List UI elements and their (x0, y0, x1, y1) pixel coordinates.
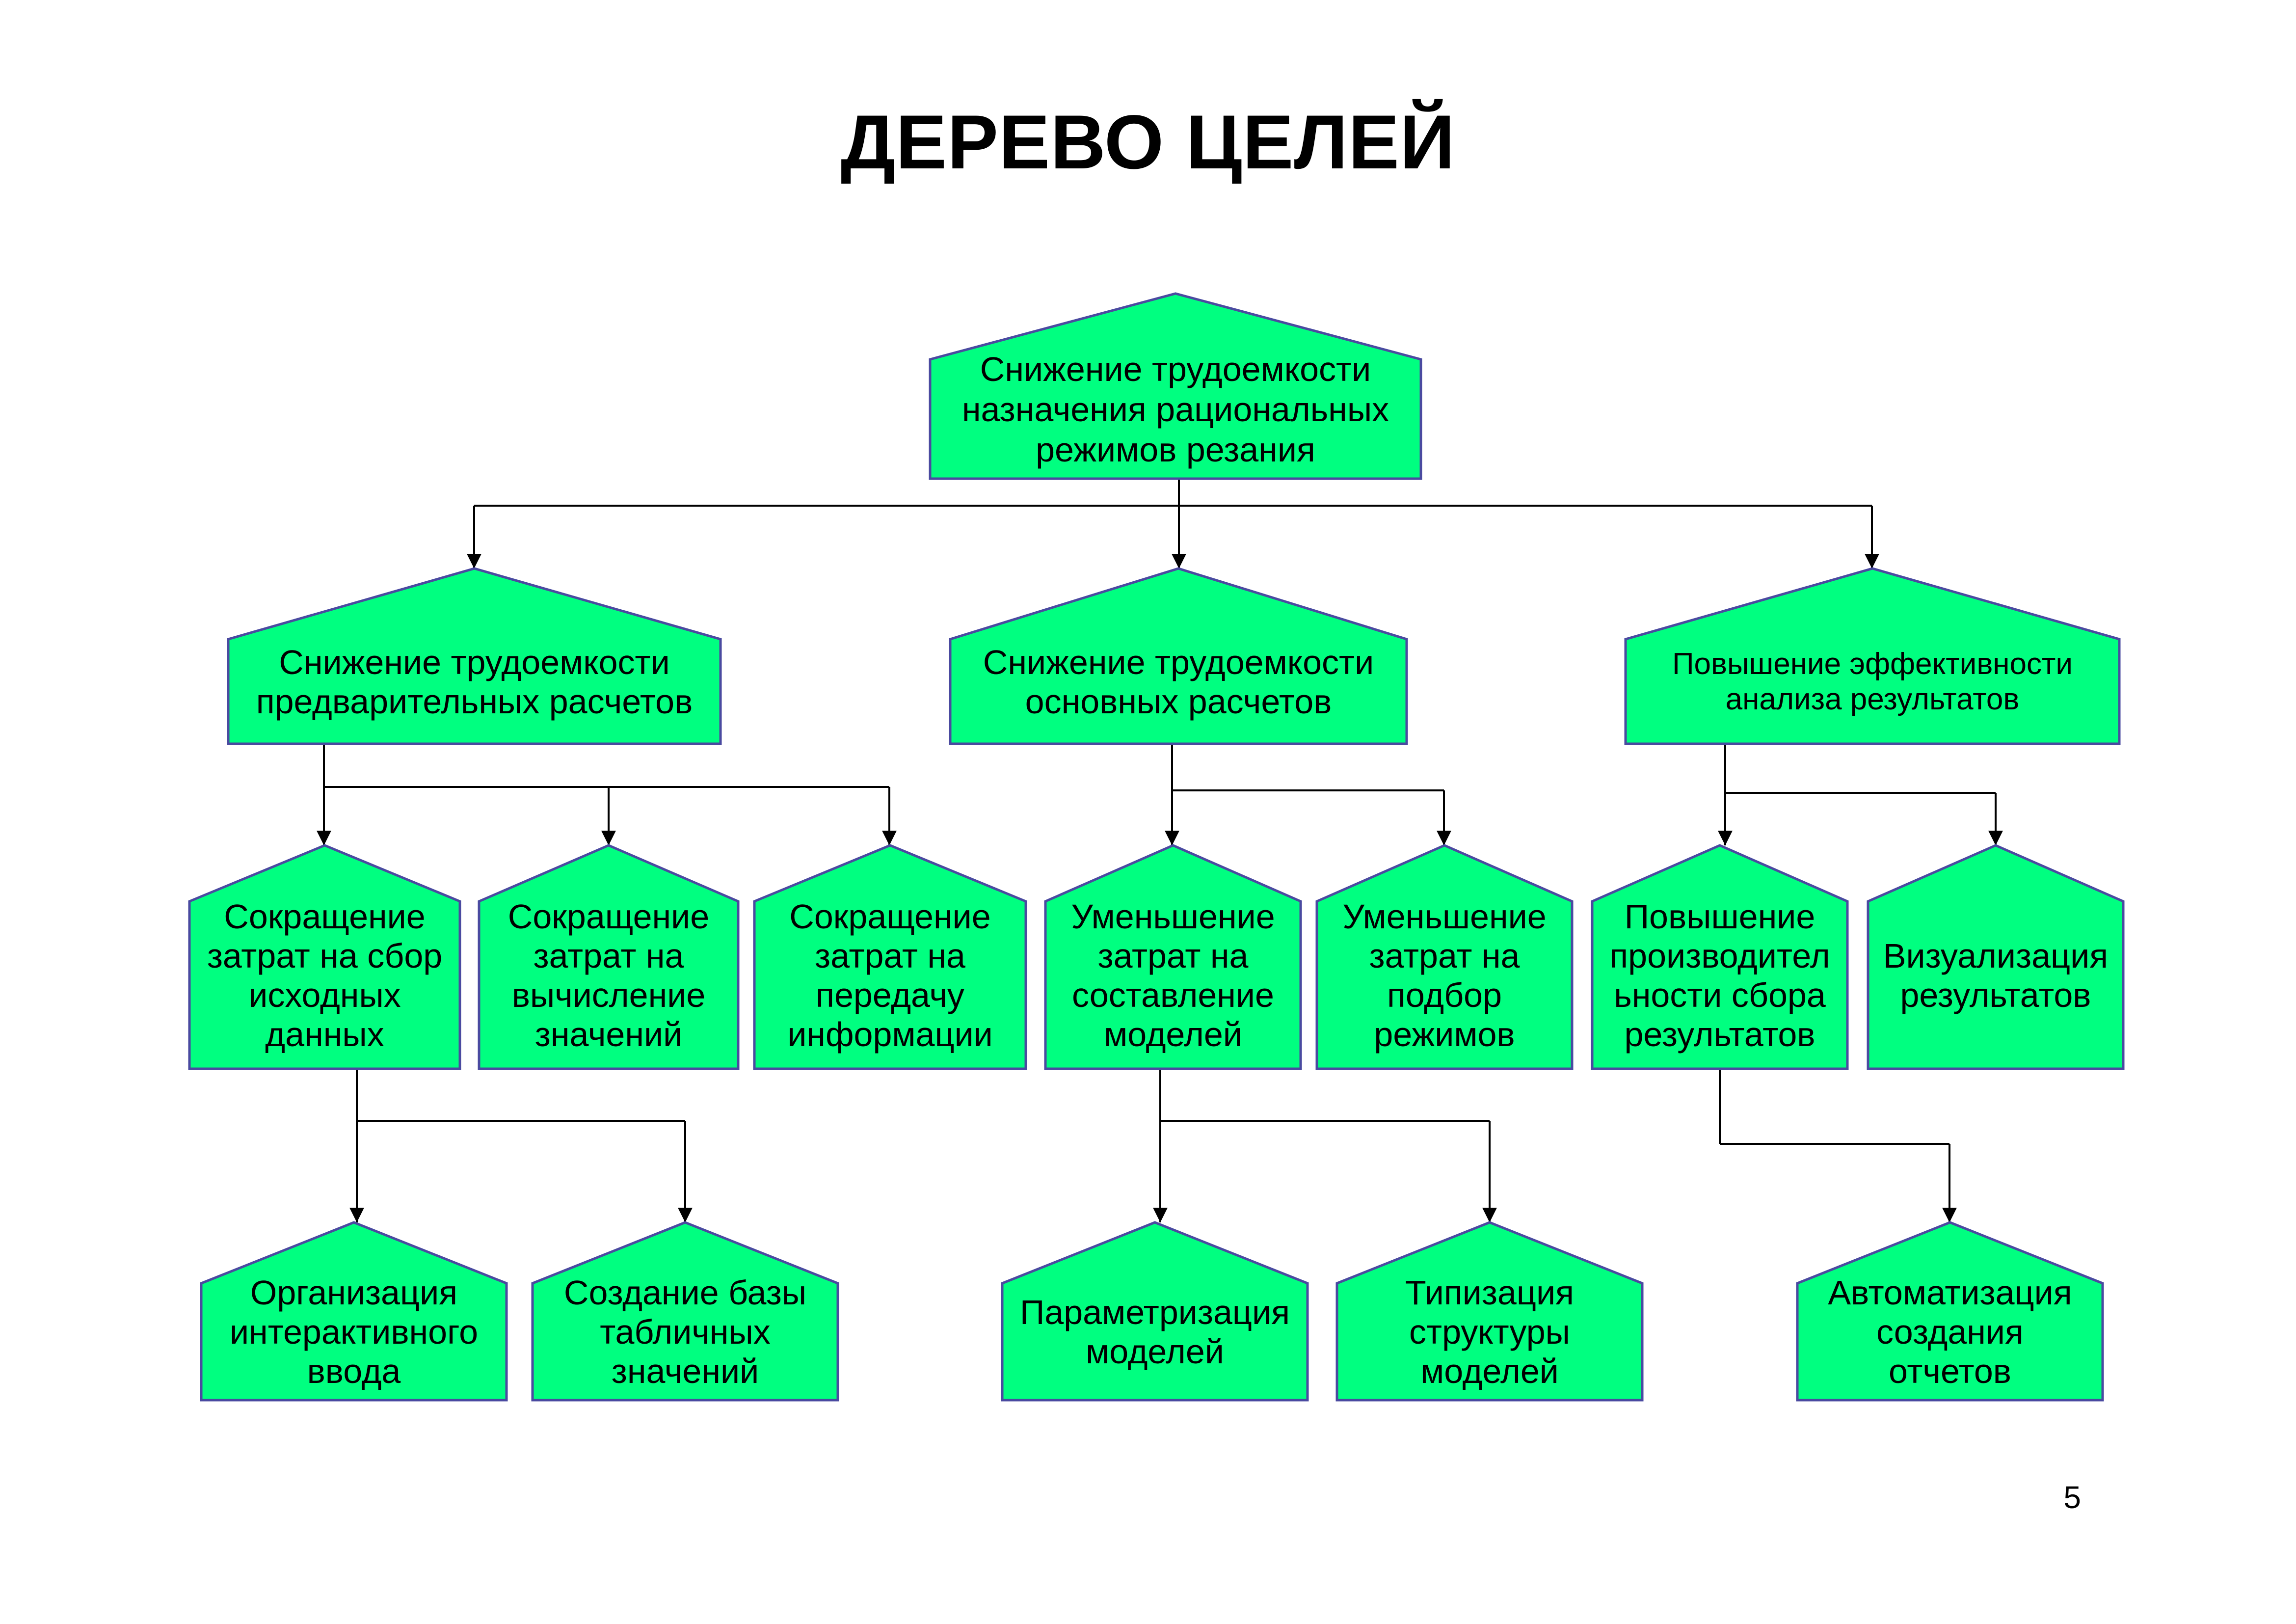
node-label-compute: Сокращение затрат на вычисление значений (507, 897, 710, 1054)
node-shape-transfer (753, 844, 1027, 1070)
node-label-productivity: Повышение производител ьности сбора резу… (1609, 897, 1830, 1054)
node-shape-param (1001, 1221, 1309, 1402)
page-title: ДЕРЕВО ЦЕЛЕЙ (840, 100, 1456, 185)
node-shape-main-calc (949, 567, 1408, 745)
connectors (317, 479, 2003, 1222)
node-shape-table-db (531, 1221, 839, 1402)
node-shape-root (929, 292, 1422, 480)
node-label-models: Уменьшение затрат на составление моделей (1071, 897, 1275, 1054)
nodes (188, 292, 2125, 1402)
node-shape-collect (188, 844, 461, 1070)
node-label-reports: Автоматизация создания отчетов (1828, 1273, 2072, 1390)
node-shape-interactive (200, 1221, 508, 1402)
node-shape-analysis (1624, 567, 2121, 745)
node-shape-visualization (1867, 844, 2125, 1070)
node-label-collect: Сокращение затрат на сбор исходных данны… (207, 897, 443, 1054)
node-label-table-db: Создание базы табличных значений (563, 1273, 807, 1390)
node-shape-pre-calc (227, 567, 722, 745)
node-label-visualization: Визуализация результатов (1883, 936, 2109, 1014)
node-shape-productivity (1591, 844, 1849, 1070)
node-label-transfer: Сокращение затрат на передачу информации (787, 897, 993, 1054)
node-shape-reports (1796, 1221, 2104, 1402)
node-label-param: Параметризация моделей (1019, 1293, 1290, 1371)
node-shape-typing (1335, 1221, 1644, 1402)
node-label-root: Снижение трудоемкости назначения рациона… (961, 350, 1389, 469)
node-shape-models (1044, 844, 1302, 1070)
node-label-analysis: Повышение эффективности анализа результа… (1672, 647, 2073, 716)
node-shape-modes (1315, 844, 1574, 1070)
page-number: 5 (2063, 1480, 2081, 1515)
node-label-modes: Уменьшение затрат на подбор режимов (1342, 897, 1547, 1054)
node-label-pre-calc: Снижение трудоемкости предварительных ра… (256, 643, 693, 721)
node-shape-compute (478, 844, 740, 1070)
node-label-interactive: Организация интерактивного ввода (229, 1273, 479, 1390)
node-label-main-calc: Снижение трудоемкости основных расчетов (983, 643, 1374, 721)
node-label-typing: Типизация структуры моделей (1405, 1273, 1574, 1390)
